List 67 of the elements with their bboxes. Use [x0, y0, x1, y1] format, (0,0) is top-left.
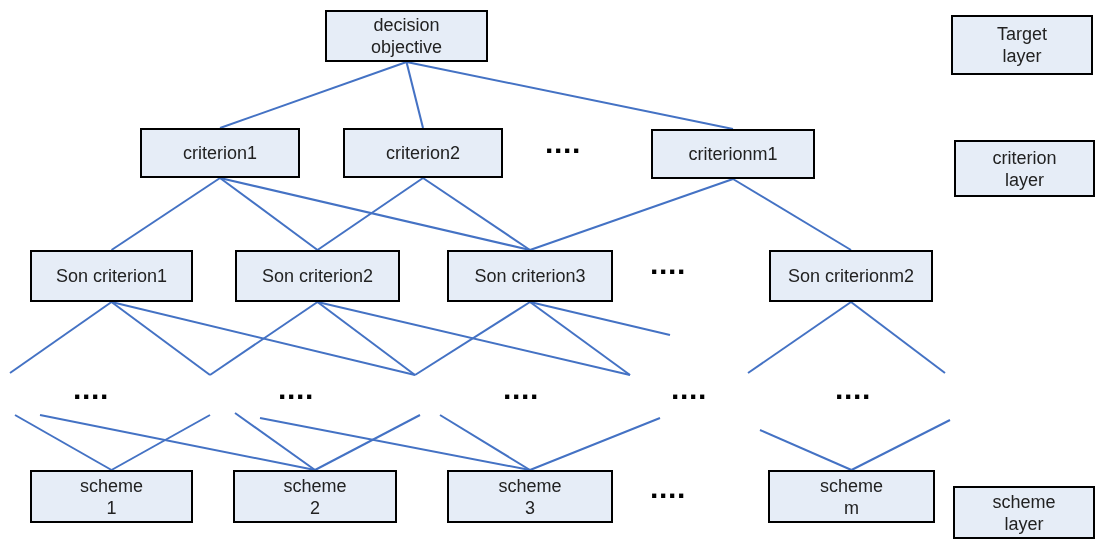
- connector-line: [234, 412, 316, 471]
- ellipsis: ····: [835, 382, 871, 412]
- connector-line: [405, 61, 424, 129]
- box-label: scheme 2: [282, 474, 348, 519]
- hierarchy-box: [447, 250, 613, 302]
- box-label: criterion layer: [991, 146, 1058, 191]
- hierarchy-box: [140, 128, 300, 178]
- connector-line: [14, 414, 113, 471]
- hierarchy-box: [769, 250, 933, 302]
- box-label: Son criterion2: [261, 265, 374, 287]
- ellipsis: ····: [278, 382, 314, 412]
- connector-line: [110, 301, 211, 376]
- hierarchy-box: [233, 470, 397, 523]
- ellipsis: ····: [671, 382, 707, 412]
- box-label: scheme m: [819, 474, 884, 519]
- connector-line: [405, 61, 734, 130]
- hierarchy-box: [235, 250, 400, 302]
- connector-line: [529, 301, 671, 336]
- hierarchy-box: [343, 128, 503, 178]
- connector-line: [529, 178, 734, 251]
- box-label: Son criterionm2: [787, 265, 915, 287]
- connector-line: [316, 177, 424, 251]
- layer-label-box: [954, 140, 1095, 197]
- ellipsis: ····: [545, 136, 581, 166]
- hierarchy-box: [30, 250, 193, 302]
- connector-line: [209, 301, 319, 376]
- box-label: criterionm1: [688, 143, 778, 165]
- connector-line: [850, 301, 946, 374]
- hierarchy-box: [768, 470, 935, 523]
- connector-line: [219, 61, 408, 129]
- box-label: criterion2: [386, 142, 460, 164]
- connector-line: [850, 419, 951, 471]
- hierarchy-box: [325, 10, 488, 62]
- connector-line: [439, 414, 531, 471]
- ellipsis: ····: [503, 382, 539, 412]
- connector-line: [219, 177, 319, 251]
- connector-line: [414, 301, 531, 376]
- connector-line: [314, 414, 421, 471]
- box-label: criterion1: [183, 142, 257, 164]
- connector-line: [316, 301, 416, 376]
- connector-line: [39, 414, 316, 471]
- box-label: scheme layer: [991, 490, 1057, 535]
- connector-line: [110, 301, 416, 376]
- connector-line: [422, 177, 531, 251]
- box-label: Target layer: [996, 23, 1048, 67]
- box-label: scheme 1: [79, 474, 144, 519]
- connector-line: [9, 301, 113, 374]
- connector-line: [529, 301, 631, 376]
- connector-line: [316, 301, 631, 376]
- connector-line: [732, 178, 852, 251]
- box-label: Son criterion3: [474, 265, 586, 287]
- ellipsis: ····: [650, 481, 686, 511]
- box-label: scheme 3: [497, 474, 563, 519]
- ellipsis: ····: [650, 257, 686, 287]
- hierarchy-box: [651, 129, 815, 179]
- layer-label-box: [951, 15, 1093, 75]
- connector-line: [747, 301, 852, 374]
- box-label: decision objective: [369, 14, 443, 58]
- connector-line: [110, 177, 221, 251]
- layer-label-box: [953, 486, 1095, 539]
- hierarchy-box: [30, 470, 193, 523]
- connector-line: [529, 417, 661, 471]
- hierarchy-box: [447, 470, 613, 523]
- connector-line: [110, 414, 211, 471]
- ellipsis: ····: [73, 382, 109, 412]
- connector-line: [759, 429, 853, 471]
- box-label: Son criterion1: [55, 265, 168, 287]
